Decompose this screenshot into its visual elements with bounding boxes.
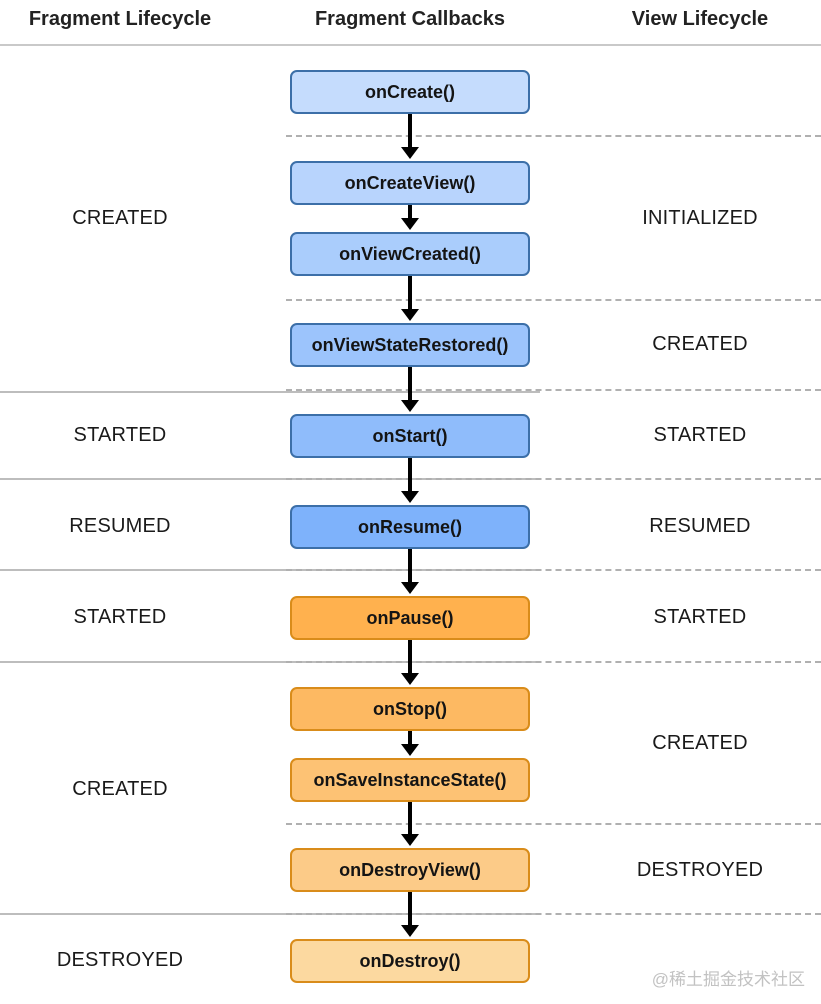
callback-label: onResume() [357,516,462,537]
callback-box-ondestroy[interactable]: onDestroy() [290,939,530,983]
view-lifecycle-separator [286,823,821,825]
view-lifecycle-separator [286,389,821,391]
view-lifecycle-separator [286,569,821,571]
column-header-fragment-lifecycle: Fragment Lifecycle [28,8,212,30]
view-state-started: STARTED [653,606,747,628]
fragment-state-created: CREATED [72,207,168,229]
flow-arrow [401,276,419,321]
callback-box-onsaveinstancestate[interactable]: onSaveInstanceState() [290,758,530,802]
view-state-created: CREATED [652,333,748,355]
callback-box-onresume[interactable]: onResume() [290,505,530,549]
view-lifecycle-separator [286,299,821,301]
diagram-header: Fragment Lifecycle Fragment Callbacks Vi… [0,0,821,46]
view-state-destroyed: DESTROYED [636,859,764,881]
callback-box-onviewstaterestored[interactable]: onViewStateRestored() [290,323,530,367]
callback-box-oncreate[interactable]: onCreate() [290,70,530,114]
fragment-lifecycle-separator [0,661,540,663]
view-lifecycle-separator [286,135,821,137]
callback-box-onviewcreated[interactable]: onViewCreated() [290,232,530,276]
fragment-state-resumed: RESUMED [69,515,171,537]
callback-label: onCreateView() [344,172,476,193]
callback-label: onDestroy() [359,950,461,971]
flow-arrow [401,114,419,159]
view-state-created: CREATED [652,732,748,754]
view-lifecycle-separator [286,913,821,915]
watermark: @稀土掘金技术社区 [651,970,805,989]
callback-label: onStop() [373,698,447,719]
flow-arrow [401,549,419,594]
fragment-state-started: STARTED [73,606,167,628]
callback-box-onstop[interactable]: onStop() [290,687,530,731]
callback-label: onStart() [372,425,448,446]
view-state-initialized: INITIALIZED [642,207,758,229]
callback-box-ondestroyview[interactable]: onDestroyView() [290,848,530,892]
callback-label: onCreate() [364,81,455,102]
flow-arrow [401,801,419,846]
callback-label: onViewStateRestored() [311,334,509,355]
view-state-resumed: RESUMED [649,515,751,537]
fragment-lifecycle-separator [0,478,540,480]
view-state-started: STARTED [653,424,747,446]
view-lifecycle-separator [286,478,821,480]
callback-box-oncreateview[interactable]: onCreateView() [290,161,530,205]
callback-label: onDestroyView() [339,859,481,880]
fragment-state-started: STARTED [73,424,167,446]
fragment-lifecycle-separator [0,569,540,571]
flow-arrow [401,367,419,412]
flow-arrow [401,892,419,937]
fragment-lifecycle-separator [0,391,540,393]
fragment-lifecycle-separator [0,913,540,915]
callback-box-onstart[interactable]: onStart() [290,414,530,458]
callback-box-onpause[interactable]: onPause() [290,596,530,640]
column-header-fragment-callbacks: Fragment Callbacks [314,8,506,30]
view-lifecycle-separator [286,661,821,663]
flow-arrow [401,458,419,503]
flow-arrow [401,205,419,230]
callback-label: onPause() [366,607,454,628]
flow-arrow [401,640,419,685]
flow-arrow [401,731,419,756]
callback-label: onViewCreated() [339,243,481,264]
callback-label: onSaveInstanceState() [313,769,507,790]
fragment-state-destroyed: DESTROYED [56,949,184,971]
fragment-state-created: CREATED [72,778,168,800]
column-header-view-lifecycle: View Lifecycle [631,8,769,30]
